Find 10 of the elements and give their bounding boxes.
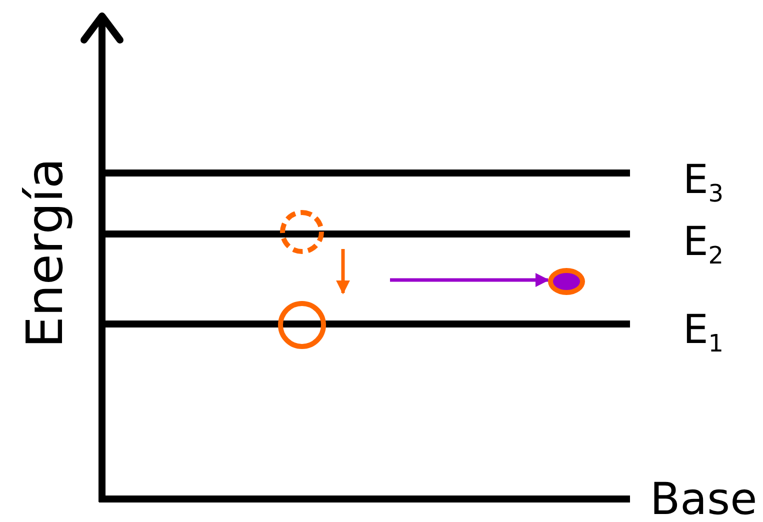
dotted-circle	[280, 210, 324, 254]
particle	[548, 268, 585, 295]
energy-level-label: E$_{2}$	[683, 222, 724, 268]
electron-circle	[278, 301, 326, 349]
axis-label: Energía	[20, 158, 70, 348]
base-level-label: Base	[650, 478, 758, 522]
energy-level-label: E$_{1}$	[683, 310, 724, 356]
energy-level-label: E$_{3}$	[683, 160, 724, 206]
arrow	[390, 273, 550, 287]
arrow	[336, 249, 350, 294]
